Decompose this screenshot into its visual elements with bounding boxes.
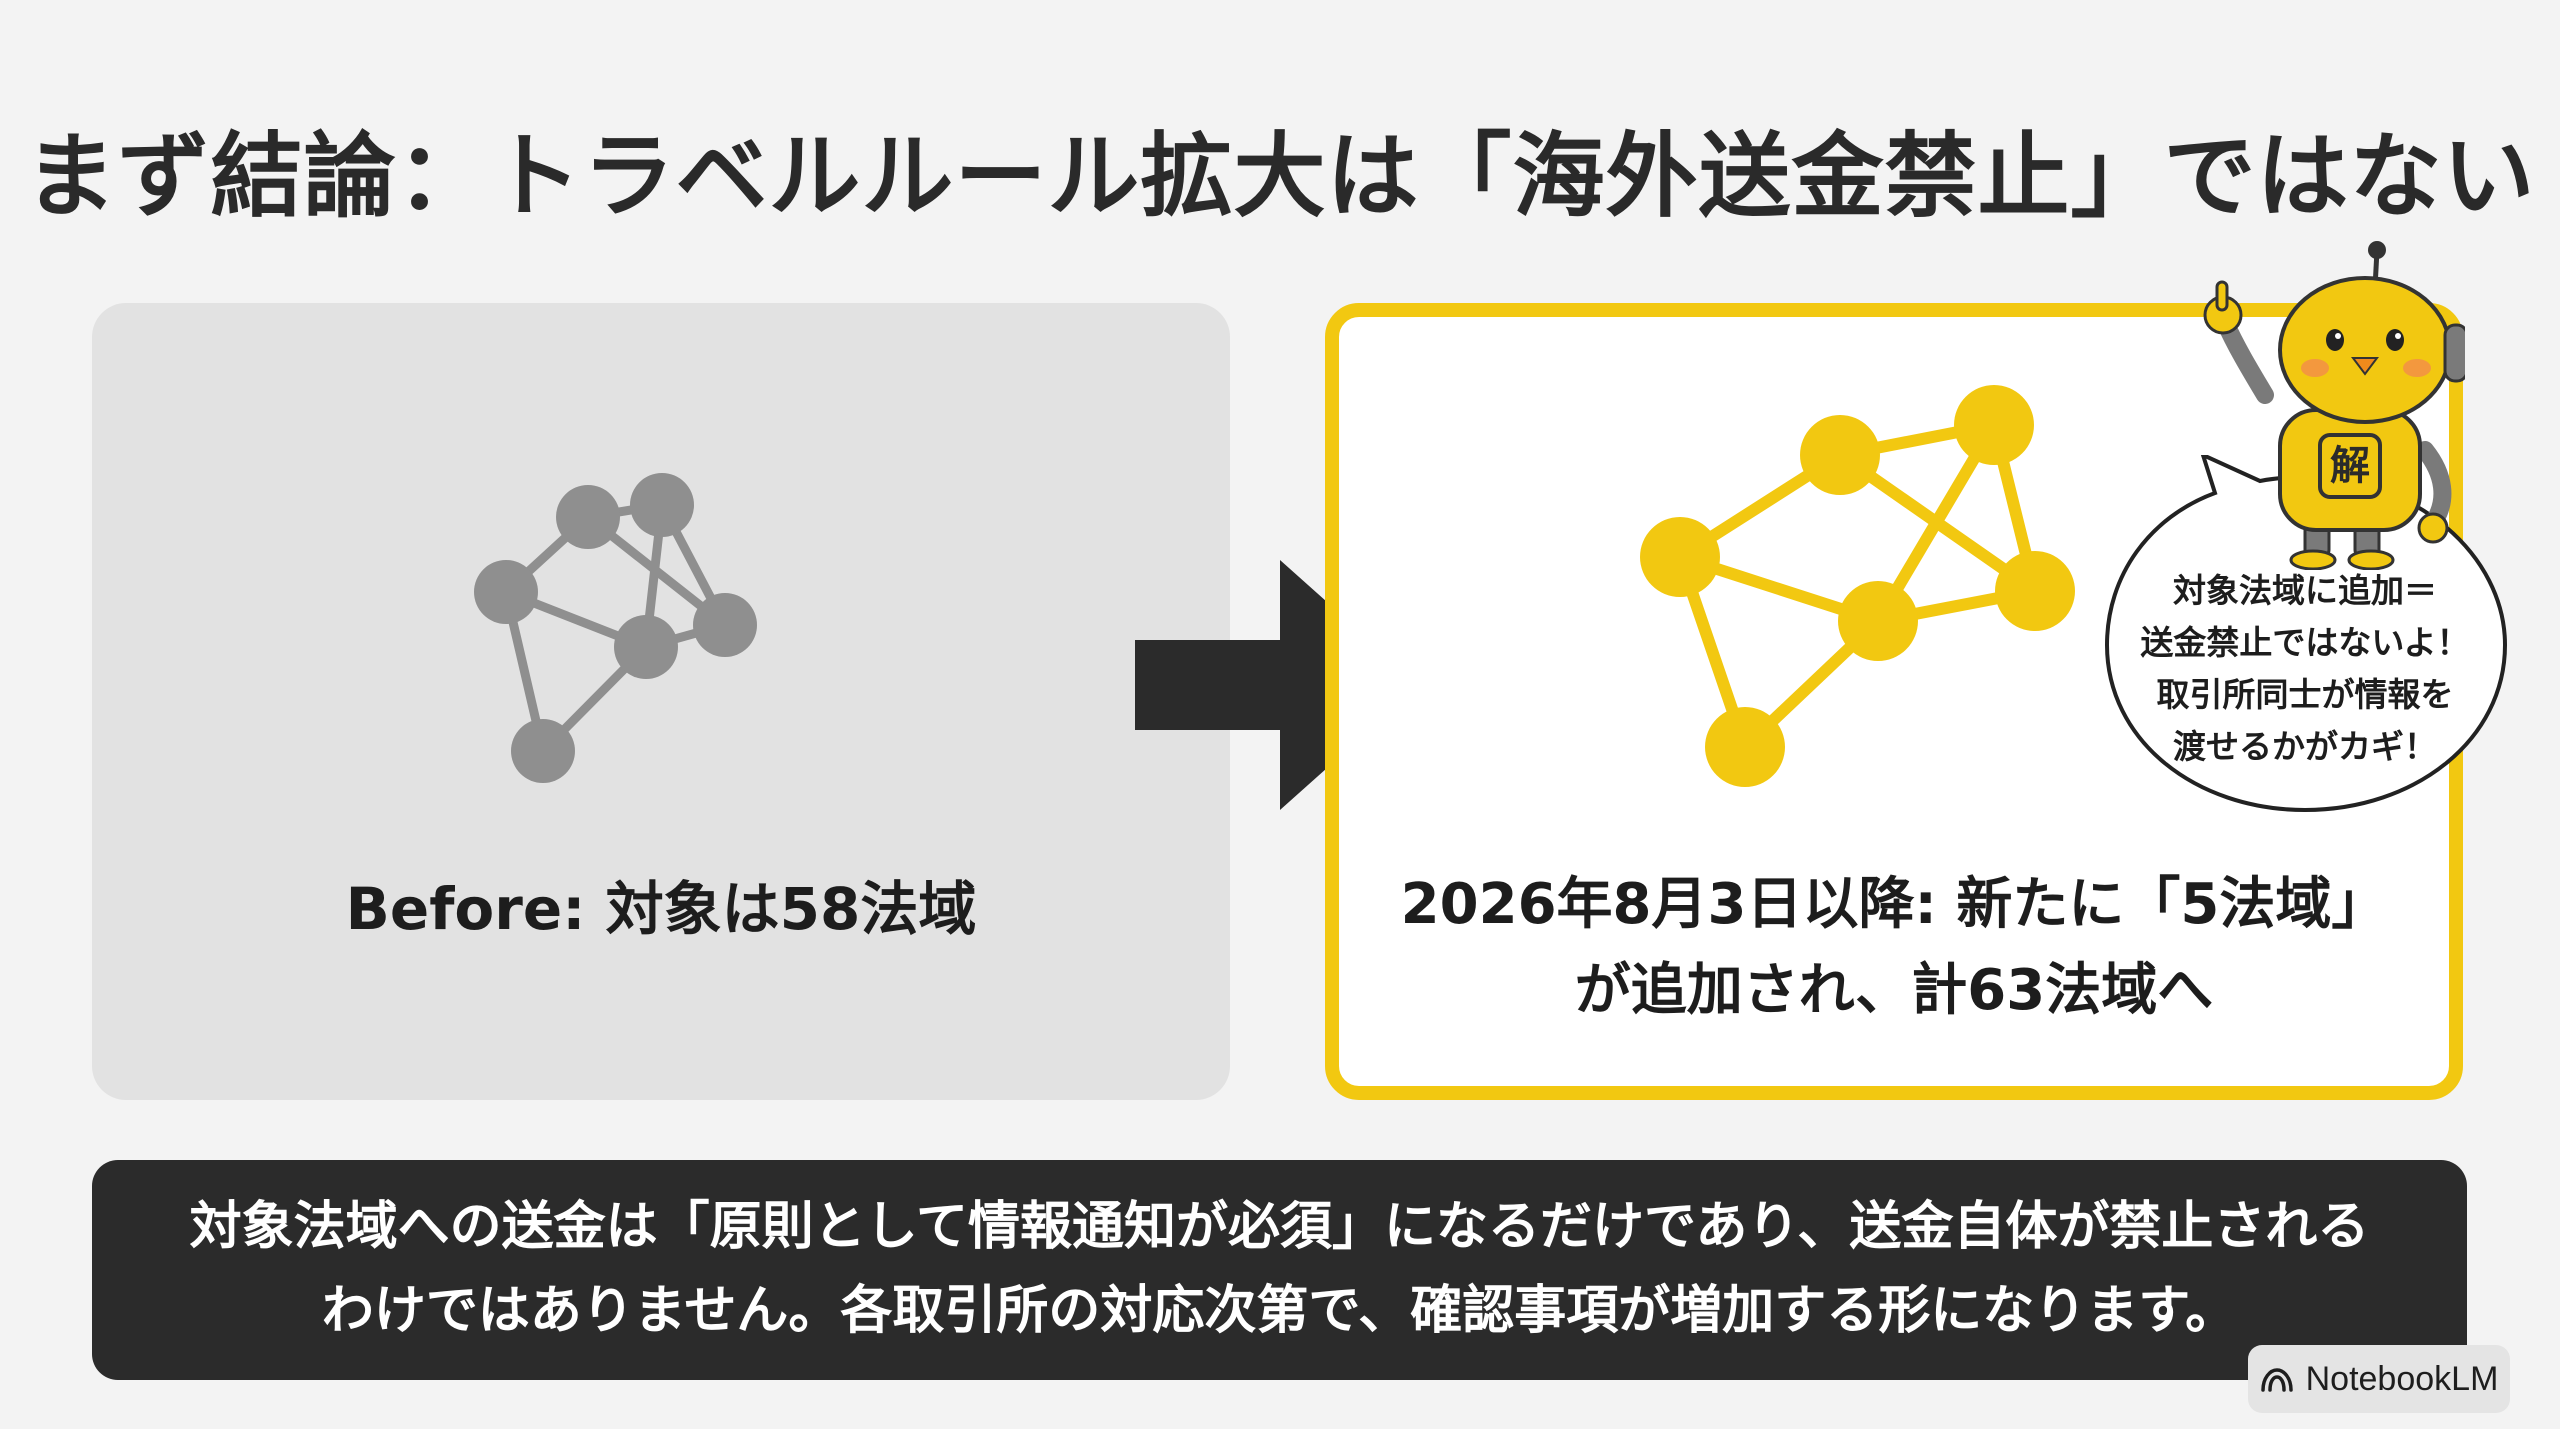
speech-line-2: 送金禁止ではないよ！ xyxy=(2140,623,2470,662)
before-panel xyxy=(92,303,1230,1100)
summary-line-1: 対象法域への送金は「原則として情報通知が必須」になるだけであり、送金自体が禁止さ… xyxy=(189,1197,2370,1257)
speech-bubble-text: 対象法域に追加＝ 送金禁止ではないよ！ 取引所同士が情報を 渡せるかがカギ！ xyxy=(2095,565,2515,773)
robot-chick-mascot-icon xyxy=(2203,241,2465,570)
speech-bubble xyxy=(2104,455,2508,813)
before-label: Before: 対象は58法域 xyxy=(345,875,977,943)
after-label-line2: が追加され、計63法域へ xyxy=(1574,958,2214,1023)
notebooklm-label: NotebookLM xyxy=(2305,1359,2499,1398)
after-label-line1: 2026年8月3日以降: 新たに「5法域」 xyxy=(1400,872,2388,937)
mascot-badge-char: 解 xyxy=(2330,443,2370,489)
network-before-icon xyxy=(474,473,757,783)
summary-line-2: わけではありません。各取引所の対応次第で、確認事項が増加する形になります。 xyxy=(321,1281,2238,1341)
page-title: まず結論：トラベルルール拡大は「海外送金禁止」ではない xyxy=(24,123,2536,230)
speech-line-4: 渡せるかがカギ！ xyxy=(2173,727,2437,766)
notebooklm-logo-icon xyxy=(2260,1368,2293,1392)
after-label: 2026年8月3日以降: 新たに「5法域」 が追加され、計63法域へ xyxy=(1325,862,2463,1034)
network-after-icon xyxy=(1640,385,2075,787)
speech-line-3: 取引所同士が情報を xyxy=(2156,675,2454,714)
summary-box xyxy=(92,1160,2467,1380)
notebooklm-badge: NotebookLM xyxy=(2248,1345,2510,1413)
speech-line-1: 対象法域に追加＝ xyxy=(2173,571,2437,610)
summary-text: 対象法域への送金は「原則として情報通知が必須」になるだけであり、送金自体が禁止さ… xyxy=(92,1185,2467,1353)
